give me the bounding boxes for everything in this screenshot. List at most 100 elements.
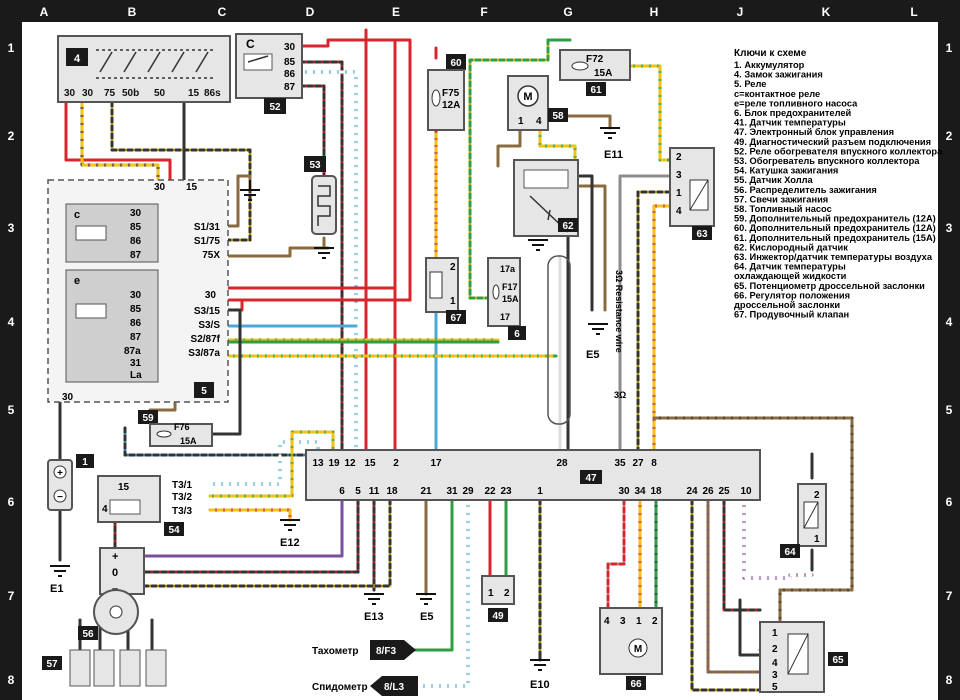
ecu-bottom-pin: 24 bbox=[686, 486, 698, 497]
relay52-pin86: 86 bbox=[284, 69, 296, 80]
dist-plus: + bbox=[112, 551, 118, 563]
ground-e13: E13 bbox=[364, 611, 384, 623]
p64-pin2: 2 bbox=[814, 490, 820, 501]
ign-term-15: 15 bbox=[188, 88, 200, 99]
fuse-f72-name: F72 bbox=[586, 54, 604, 65]
fuse-60: 60 F75 12A bbox=[427, 54, 466, 131]
column-label-J: J bbox=[737, 5, 744, 19]
ecu-bottom-pin: 18 bbox=[650, 486, 662, 497]
fuse-f75-name: F75 bbox=[442, 88, 460, 99]
legend-item: c=контактное реле bbox=[734, 89, 820, 99]
relay5-out-s3-87a: S3/87a bbox=[188, 348, 220, 359]
column-label-D: D bbox=[306, 5, 315, 19]
distributor-56: + 0 – 56 bbox=[78, 547, 145, 640]
relay5-c-pin86: 86 bbox=[130, 236, 142, 247]
relay5-out-75x: 75X bbox=[202, 250, 220, 261]
coil-pin4: 4 bbox=[102, 504, 108, 515]
wire-ignition-30b-stripe bbox=[80, 100, 160, 182]
column-label-L: L bbox=[910, 5, 917, 19]
ecu-bottom-pin: 23 bbox=[500, 486, 512, 497]
ecu-bottom-pin: 34 bbox=[634, 486, 646, 497]
row-label-left-8: 8 bbox=[8, 673, 15, 687]
row-label-right-5: 5 bbox=[946, 403, 953, 417]
svg-text:−: − bbox=[57, 492, 63, 503]
relay5-out-s3-15: S3/15 bbox=[194, 306, 221, 317]
column-label-C: C bbox=[218, 5, 227, 19]
fuse-f75-rating: 12A bbox=[442, 100, 460, 111]
row-label-left-2: 2 bbox=[8, 129, 15, 143]
battery-1: + − 1 bbox=[47, 454, 94, 511]
throttle-potentiometer-65: 1 2 4 3 5 65 bbox=[759, 621, 848, 693]
ecu-bottom-pin: 5 bbox=[355, 486, 361, 497]
fuse-f72-rating: 15A bbox=[594, 68, 612, 79]
fuse-f76-name: F76 bbox=[174, 422, 190, 432]
ecu-bottom-pin: 29 bbox=[462, 486, 474, 497]
label-61: 61 bbox=[590, 85, 602, 96]
relay5-out-s3-s: S3/S bbox=[198, 320, 220, 331]
p63-pin2: 2 bbox=[676, 152, 682, 163]
oxygen-sensor-62: 62 bbox=[513, 159, 579, 425]
label-1: 1 bbox=[82, 457, 88, 468]
relay5-e-pin87: 87 bbox=[130, 332, 142, 343]
purge-valve-67: 2 1 67 bbox=[425, 257, 466, 324]
relay5-e-letter: e bbox=[74, 275, 80, 287]
ecu-top-pin: 15 bbox=[364, 458, 376, 469]
row-label-left-5: 5 bbox=[8, 403, 15, 417]
f17-top-pin: 17a bbox=[500, 264, 516, 274]
relay5-e-pin85: 85 bbox=[130, 304, 142, 315]
relay52-pin87: 87 bbox=[284, 82, 296, 93]
coolant-sensor-64: 2 1 64 bbox=[780, 483, 827, 558]
p67-pin2: 2 bbox=[450, 262, 456, 273]
ign-term-75: 75 bbox=[104, 88, 116, 99]
row-label-right-6: 6 bbox=[946, 495, 953, 509]
row-label-right-3: 3 bbox=[946, 221, 953, 235]
ground-e12: E12 bbox=[280, 537, 300, 549]
label-59: 59 bbox=[142, 413, 154, 424]
legend-item: 56. Распределитель зажигания bbox=[734, 185, 877, 195]
relay52-pin30: 30 bbox=[284, 42, 296, 53]
relay-52: C 30 85 86 87 52 bbox=[235, 33, 303, 114]
ign-term-50: 50 bbox=[154, 88, 166, 99]
three-ohm-label: 3Ω bbox=[614, 390, 626, 400]
legend-item: 67. Продувочный клапан bbox=[734, 310, 849, 320]
row-label-left-3: 3 bbox=[8, 221, 15, 235]
label-67: 67 bbox=[450, 313, 462, 324]
resistance-wire-label: 3Ω Resistance wire bbox=[614, 270, 624, 353]
legend-item: 64. Датчик температуры bbox=[734, 262, 846, 272]
ground-e5-upper: E5 bbox=[586, 349, 599, 361]
throttle-regulator-66: 4 3 1 2 M 66 bbox=[599, 607, 663, 690]
p66-pin3: 3 bbox=[620, 616, 626, 627]
ecu-top-pin: 17 bbox=[430, 458, 442, 469]
legend-item: охлаждающей жидкости bbox=[734, 271, 847, 281]
legend-item: 54. Катушка зажигания bbox=[734, 166, 838, 176]
label-64: 64 bbox=[784, 547, 796, 558]
p66-pin1: 1 bbox=[636, 616, 642, 627]
relay5-bottom30: 30 bbox=[62, 392, 74, 403]
label-56: 56 bbox=[82, 629, 94, 640]
coil-pin15: 15 bbox=[118, 482, 130, 493]
p65-pin4: 4 bbox=[772, 658, 778, 669]
p63-pin4: 4 bbox=[676, 206, 682, 217]
pump-pin4: 4 bbox=[536, 116, 542, 127]
legend-item: 66. Регулятор положения bbox=[734, 290, 850, 300]
relay5-top15: 15 bbox=[186, 182, 198, 193]
fuel-pump-58: M 1 4 58 bbox=[507, 75, 568, 131]
relay5-out-s1-31: S1/31 bbox=[194, 222, 221, 233]
ecu-bottom-pin: 22 bbox=[484, 486, 496, 497]
column-label-F: F bbox=[480, 5, 487, 19]
legend-item: 59. Дополнительный предохранитель (12А) bbox=[734, 214, 936, 224]
legend-title: Ключи к схеме bbox=[734, 48, 807, 59]
ecu-bottom-pin: 1 bbox=[537, 486, 543, 497]
ecu-top-pin: 2 bbox=[393, 458, 399, 469]
row-label-left-7: 7 bbox=[8, 589, 15, 603]
ecu-bottom-pin: 31 bbox=[446, 486, 458, 497]
column-label-K: K bbox=[822, 5, 831, 19]
legend-item: e=реле топливного насоса bbox=[734, 98, 858, 108]
label-58: 58 bbox=[552, 111, 564, 122]
fuse-block-6: 17a F17 15A 17 6 bbox=[487, 257, 526, 340]
relay5-c-pin85: 85 bbox=[130, 222, 142, 233]
p66-pin2: 2 bbox=[652, 616, 658, 627]
row-label-left-4: 4 bbox=[8, 315, 15, 329]
ecu-bottom-pin: 30 bbox=[618, 486, 630, 497]
